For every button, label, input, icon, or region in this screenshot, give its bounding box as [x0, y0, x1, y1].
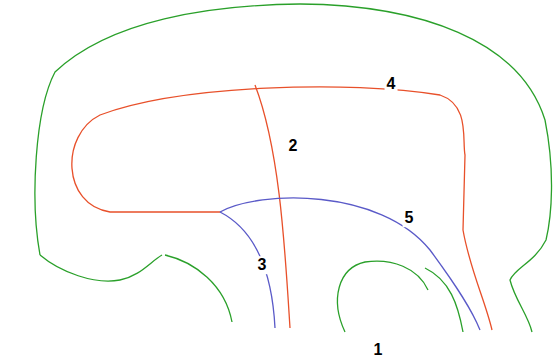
outer-outline: [35, 4, 552, 332]
callout-number: 3: [256, 256, 269, 274]
callout-number: 2: [287, 137, 300, 155]
inner-arch: [338, 261, 428, 332]
blue-tract-down: [220, 212, 275, 328]
red-tract-vertical: [255, 85, 290, 328]
callout-number: 4: [385, 75, 398, 93]
callout-number: 1: [372, 341, 385, 359]
blue-tract-arc: [220, 198, 480, 330]
red-tract-loop: [72, 87, 492, 330]
inner-arch-outer: [425, 268, 463, 332]
lower-left-hook: [165, 255, 232, 322]
callout-number: 5: [403, 209, 416, 227]
lower-left-lobe: [40, 255, 162, 281]
